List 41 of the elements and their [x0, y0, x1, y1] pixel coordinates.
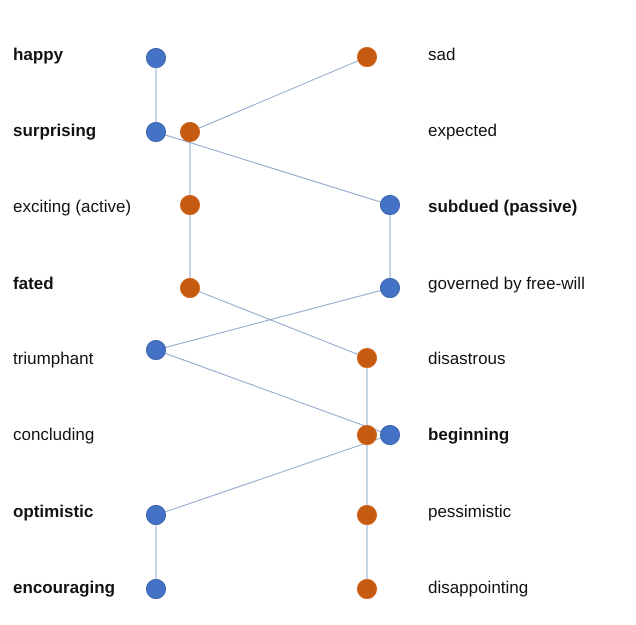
scale-label: sad: [428, 45, 456, 65]
data-point-dot: [357, 425, 377, 445]
scale-label: expected: [428, 121, 497, 141]
connector-line: [366, 368, 368, 426]
scale-label: exciting (active): [13, 197, 132, 217]
connector-line: [165, 134, 381, 202]
scale-label: disappointing: [428, 578, 528, 598]
data-point-dot: [146, 340, 166, 360]
data-point-dot: [180, 278, 200, 298]
connector-line: [198, 60, 358, 129]
connector-line: [366, 524, 368, 580]
scale-label: governed by free-will: [428, 274, 585, 294]
connector-line: [198, 291, 358, 355]
data-point-dot: [357, 47, 377, 67]
data-point-dot: [380, 425, 400, 445]
data-point-dot: [357, 579, 377, 599]
scale-label: encouraging: [13, 578, 116, 598]
scale-label: optimistic: [13, 502, 94, 522]
data-point-dot: [180, 195, 200, 215]
connector-line: [164, 352, 382, 432]
scale-label: beginning: [428, 425, 510, 445]
data-point-dot: [380, 278, 400, 298]
scale-label: pessimistic: [428, 502, 512, 522]
connector-line: [165, 290, 381, 348]
scale-label: concluding: [13, 425, 94, 445]
scale-label: happy: [13, 45, 64, 65]
data-point-dot: [380, 195, 400, 215]
data-point-dot: [146, 579, 166, 599]
data-point-dot: [357, 348, 377, 368]
data-point-dot: [357, 505, 377, 525]
data-point-dot: [146, 505, 166, 525]
scale-label: surprising: [13, 121, 96, 141]
scale-label: triumphant: [13, 349, 94, 369]
data-point-dot: [146, 122, 166, 142]
scale-label: disastrous: [428, 349, 506, 369]
connector-line: [165, 438, 381, 512]
scale-label: subdued (passive): [428, 197, 578, 217]
scale-label: fated: [13, 274, 54, 294]
data-point-dot: [146, 48, 166, 68]
data-point-dot: [180, 122, 200, 142]
connector-line: [366, 444, 368, 506]
